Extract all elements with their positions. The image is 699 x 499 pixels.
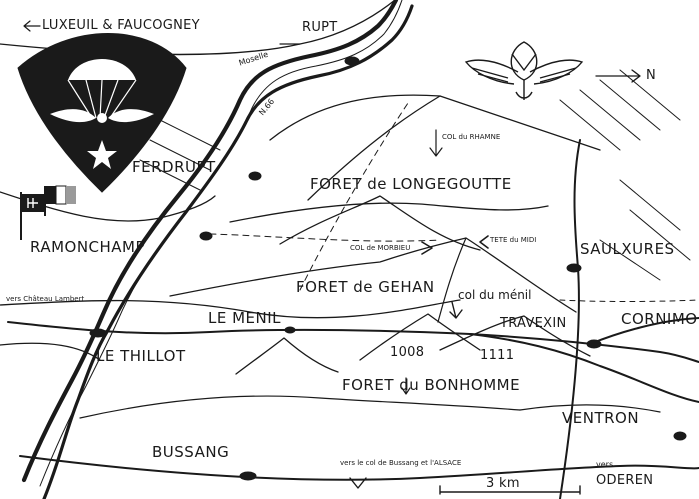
valley-edge-south [0, 299, 461, 319]
village-menil [284, 326, 296, 334]
road-saulxures [559, 139, 581, 499]
arrow-tete-midi [479, 235, 489, 249]
ridge-ventron [519, 404, 661, 413]
flags-icon [20, 185, 76, 240]
arrow-1008 [401, 377, 411, 395]
arrow-luxeuil [23, 20, 41, 32]
village-ventron [673, 431, 687, 441]
road-lower-east [469, 333, 699, 403]
label-vers-bussang: vers le col de Bussang et l'ALSACE [340, 459, 462, 467]
label-ferdrupt: FERDRUPT [132, 158, 216, 176]
ridge-gehan [169, 237, 577, 313]
label-col-menil: col du ménil [458, 288, 532, 302]
village-le-thillot [89, 328, 107, 338]
paratrooper-shield-icon [17, 33, 187, 193]
label-luxeuil: LUXEUIL & FAUCOGNEY [42, 18, 200, 33]
label-col-morbieu: COL de MORBIEU [350, 244, 411, 252]
village-bussang [239, 471, 257, 481]
label-travexin: TRAVEXIN [500, 316, 567, 331]
label-summit-1008: 1008 [390, 345, 425, 360]
scale-bar [439, 485, 581, 495]
label-summit-1111: 1111 [480, 348, 515, 363]
ridge-1008 [359, 313, 481, 361]
hatch-upper-right [559, 69, 681, 151]
ridge-longegoutte-bottom [229, 202, 549, 223]
village-ramonchamp [199, 231, 213, 241]
label-foret-longegoutte: FORET de LONGEGOUTTE [310, 175, 512, 193]
label-north: N [646, 68, 657, 83]
village-saulxures [566, 263, 582, 273]
ridge-1111 [439, 315, 591, 357]
label-foret-gehan: FORET de GEHAN [296, 278, 435, 296]
label-tete-midi: TETE du MIDI [490, 236, 537, 244]
ridge-longegoutte-top [269, 94, 441, 141]
label-vers-chateau: vers Château Lambert [6, 295, 85, 303]
arrow-morbieu [421, 241, 433, 255]
village-ferdrupt [248, 171, 262, 181]
para-wings-icon [464, 41, 584, 100]
label-col-rhamne: COL du RHAMNE [442, 133, 501, 141]
moselle-river [21, 0, 399, 483]
label-vers-oderen: vers [596, 460, 614, 469]
dashed-track-3 [559, 299, 699, 302]
arrow-col-menil [449, 301, 463, 319]
label-le-thillot: LE THILLOT [96, 347, 186, 365]
hatch-east [599, 179, 691, 281]
label-bussang: BUSSANG [152, 443, 230, 461]
village-rupt [344, 56, 360, 66]
label-scale: 3 km [486, 476, 520, 491]
label-ramonchamp: RAMONCHAMP [30, 238, 146, 256]
label-saulxures: SAULXURES [580, 240, 675, 258]
north-arrow-icon [595, 69, 641, 83]
road-main-valley [7, 321, 699, 363]
hatch-west [139, 119, 221, 191]
label-cornimont: CORNIMON [621, 310, 699, 328]
arrow-bussang [349, 477, 367, 489]
ridge-morbieu [279, 195, 481, 251]
label-oderen: ODEREN [596, 473, 654, 488]
road-n66 [42, 4, 414, 499]
road-east [589, 317, 699, 345]
arrow-rhamne [429, 129, 443, 157]
label-rupt: RUPT [302, 20, 338, 35]
dashed-track-1 [299, 99, 411, 291]
label-foret-bonhomme: FORET du BONHOMME [342, 376, 521, 394]
dashed-track-2 [209, 233, 441, 242]
village-cornimont [586, 339, 602, 349]
road-south [19, 455, 699, 481]
label-ventron: VENTRON [562, 409, 640, 427]
ridge-gehan-peak [437, 237, 467, 323]
ridge-south [79, 395, 521, 419]
ridge-bonhomme [235, 337, 339, 375]
label-le-menil: LE MENIL [208, 309, 282, 327]
